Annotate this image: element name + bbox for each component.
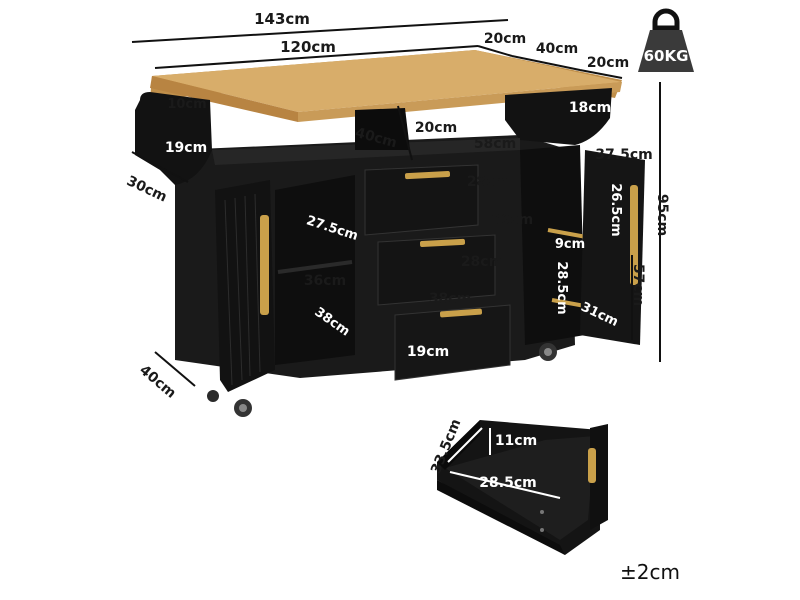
towel-rack-height-label: 19cm (165, 140, 207, 156)
rack-right (505, 88, 612, 145)
drawer-top[interactable] (364, 164, 479, 236)
left-shelf-width-label: 36cm (304, 273, 346, 289)
drawer3-height-label: 19cm (407, 344, 449, 360)
tolerance-note: ±2cm (620, 560, 680, 584)
tabletop-surface (152, 50, 622, 112)
drawer-middle[interactable] (377, 234, 496, 306)
towel-rack-width-label: 10cm (167, 97, 206, 112)
weight-label: 60KG (644, 47, 689, 65)
drawer-inner-height-label: 11cm (495, 433, 537, 449)
right-door (580, 150, 645, 345)
shelf-opening (355, 108, 410, 150)
drawer-gap-label: 36cm (491, 212, 533, 228)
overall-width-label: 143cm (254, 10, 310, 28)
drawer3-width-label: 38cm (429, 291, 471, 307)
left-door-handle[interactable] (260, 215, 269, 315)
inner-width-label: 58cm (474, 136, 516, 152)
rack-depth-label: 30cm (124, 173, 169, 205)
left-door-pattern (224, 193, 261, 386)
door-gap-label: 9cm (555, 237, 585, 252)
caster-wheels (207, 343, 557, 417)
left-cabinet-interior (275, 175, 355, 365)
top-width-label: 120cm (280, 38, 336, 56)
drawer-detail-dimension-lines (447, 427, 561, 499)
towel-rack-left (135, 92, 212, 185)
drawer-bottom-handle[interactable] (439, 308, 483, 318)
total-height-label: 95cm (654, 194, 670, 236)
dimension-lines (131, 19, 661, 387)
right-rack-label: 18cm (569, 100, 611, 116)
door-width-label: 37.5cm (595, 147, 652, 163)
top-depth-label: 40cm (536, 41, 578, 57)
door-upper-label: 26.5cm (608, 183, 623, 236)
weight-icon: 60KG (638, 8, 694, 72)
drawer-middle-handle[interactable] (419, 238, 466, 248)
door-lower-label: 28.5cm (554, 261, 569, 314)
drawer2-height-label: 28cm (461, 254, 503, 270)
right-overhang-label: 20cm (587, 55, 629, 71)
top-overhang-label: 20cm (484, 31, 526, 47)
right-cabinet-interior (520, 145, 585, 345)
cabinet-height-label: 57cm (630, 264, 646, 306)
shelf-gap-label: 20cm (415, 120, 457, 136)
top-shelf (212, 138, 520, 165)
drawer-detail-handle[interactable] (588, 448, 596, 483)
drawer-inner-width-label: 28.5cm (479, 475, 536, 491)
drawer-bottom[interactable] (394, 304, 511, 381)
drawer1-height-label: 28cm (467, 174, 509, 190)
tabletop-front-edge (150, 76, 298, 122)
drawer-top-handle[interactable] (404, 170, 451, 180)
